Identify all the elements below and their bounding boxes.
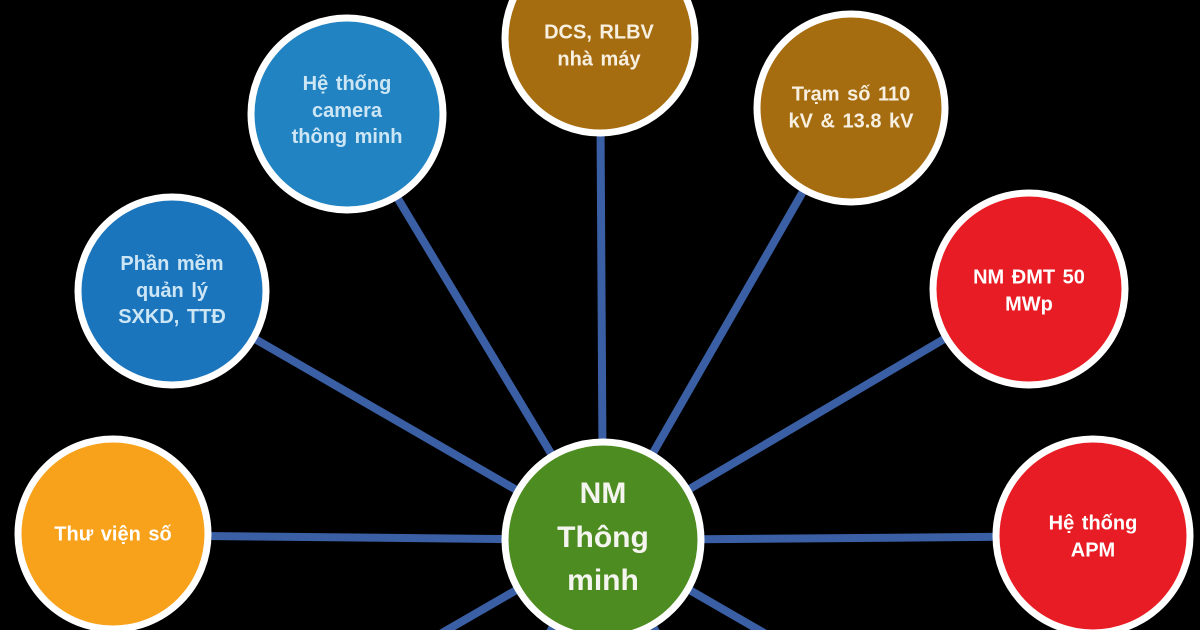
node-circles — [14, 0, 1194, 630]
node-circle-he-thong-apm — [992, 435, 1194, 630]
node-label-nm-dmt: NM ĐMT 50 MWp — [973, 266, 1085, 315]
node-label-camera: Hệ thống camera thông minh — [291, 73, 403, 149]
node-label-center-hub: NM Thông minh — [557, 476, 649, 597]
node-label-dcs-rlbv: DCS, RLBV nhà máy — [544, 21, 654, 70]
node-label-tram-so: Trạm số 110 kV & 13.8 kV — [788, 83, 914, 132]
node-circle-center-hub — [501, 438, 705, 630]
node-label-thu-vien: Thư viện số — [54, 523, 172, 546]
node-circle-tram-so — [753, 10, 949, 206]
node-label-he-thong-apm: Hệ thống APM — [1048, 512, 1138, 561]
node-circle-nm-dmt — [929, 189, 1129, 389]
node-circle-dcs-rlbv — [501, 0, 699, 137]
node-label-phan-mem: Phần mềm quản lý SXKD, TTĐ — [118, 253, 226, 329]
node-circle-thu-vien — [14, 435, 212, 630]
node-circle-camera — [247, 14, 447, 214]
node-circle-phan-mem — [74, 193, 270, 389]
